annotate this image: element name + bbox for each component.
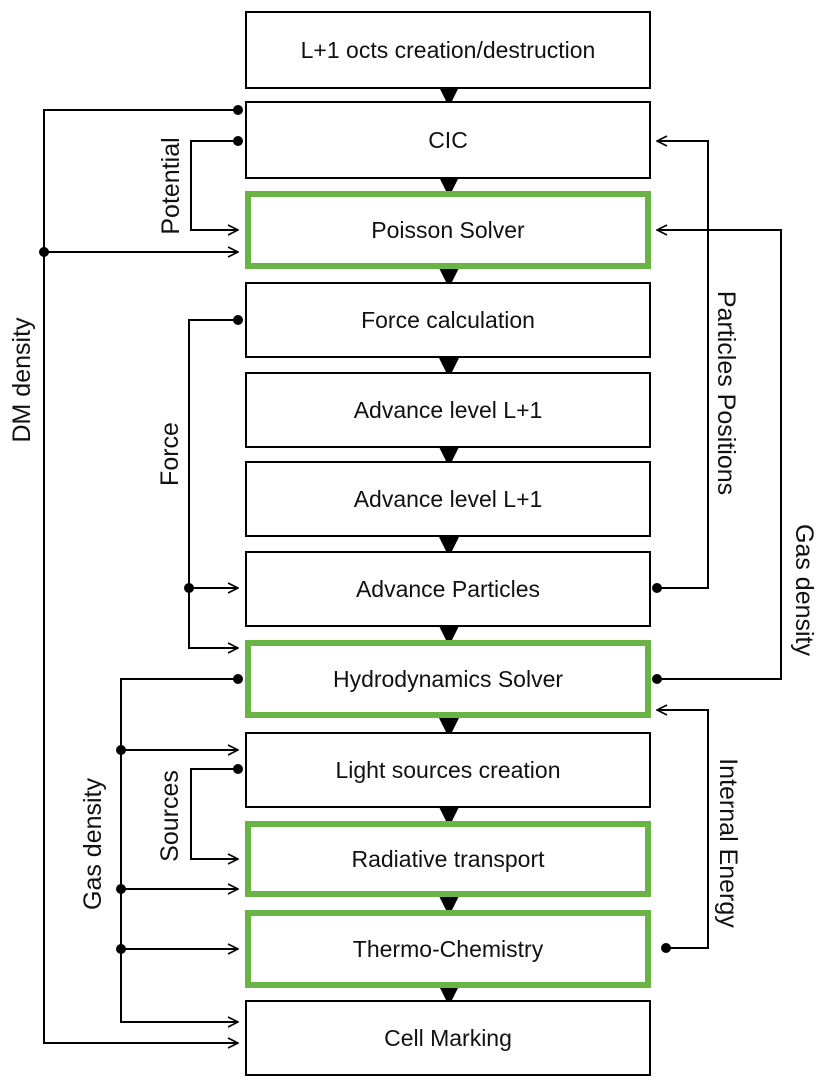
step-box-adv1: Advance level L+1 xyxy=(245,372,651,448)
step-label: Hydrodynamics Solver xyxy=(333,666,563,692)
sources-label: Sources xyxy=(156,770,184,862)
step-label: Poisson Solver xyxy=(371,217,525,243)
step-label: Advance level L+1 xyxy=(354,486,543,512)
gas-density-left-line xyxy=(120,678,238,1022)
step-box-frame xyxy=(245,11,651,89)
potential-line xyxy=(190,140,238,230)
step-box-frame xyxy=(245,101,651,179)
particles-positions-label: Particles Positions xyxy=(712,291,740,495)
step-label: CIC xyxy=(428,127,468,153)
step-label: Radiative transport xyxy=(351,846,545,872)
particles-positions-line xyxy=(657,141,709,589)
step-label: Cell Marking xyxy=(384,1025,512,1051)
internal-energy-line xyxy=(657,710,709,949)
step-box-cic: CIC xyxy=(245,101,651,179)
potential-label: Potential xyxy=(157,137,185,234)
step-label: L+1 octs creation/destruction xyxy=(301,37,596,63)
gas-density-left-label: Gas density xyxy=(79,778,107,911)
step-box-hydro: Hydrodynamics Solver xyxy=(245,640,651,718)
dm-density-line xyxy=(43,109,238,1043)
connector-lines xyxy=(43,109,782,1043)
dm-density-label: DM density xyxy=(8,317,36,443)
step-label: Advance Particles xyxy=(356,576,540,602)
step-box-frame xyxy=(245,191,651,269)
connector-dots xyxy=(39,105,671,954)
step-box-particles: Advance Particles xyxy=(245,551,651,627)
step-box-thermo: Thermo-Chemistry xyxy=(245,910,651,988)
step-box-octs: L+1 octs creation/destruction xyxy=(245,11,651,89)
gas-density-right-label: Gas density xyxy=(790,524,818,657)
step-box-frame xyxy=(245,461,651,537)
step-box-frame xyxy=(245,910,651,988)
step-box-adv2: Advance level L+1 xyxy=(245,461,651,537)
force-label: Force xyxy=(156,422,184,486)
internal-energy-label: Internal Energy xyxy=(714,758,742,928)
step-label: Thermo-Chemistry xyxy=(353,936,544,962)
force-line xyxy=(188,319,238,648)
step-box-force: Force calculation xyxy=(245,282,651,358)
step-label: Force calculation xyxy=(361,307,535,333)
gas-density-right-line xyxy=(657,230,782,680)
step-label: Advance level L+1 xyxy=(354,397,543,423)
step-box-radiative: Radiative transport xyxy=(245,821,651,897)
step-label: Light sources creation xyxy=(335,757,560,783)
step-box-frame xyxy=(245,551,651,627)
step-box-frame xyxy=(245,640,651,718)
step-box-frame xyxy=(245,282,651,358)
step-box-frame xyxy=(245,372,651,448)
step-box-cell: Cell Marking xyxy=(245,1000,651,1076)
step-box-poisson: Poisson Solver xyxy=(245,191,651,269)
step-box-light: Light sources creation xyxy=(245,732,651,808)
sources-line xyxy=(190,768,238,859)
side-labels: DM density Potential Force Gas density S… xyxy=(8,137,818,928)
step-box-frame xyxy=(245,732,651,808)
step-box-frame xyxy=(245,1000,651,1076)
step-box-frame xyxy=(245,821,651,897)
